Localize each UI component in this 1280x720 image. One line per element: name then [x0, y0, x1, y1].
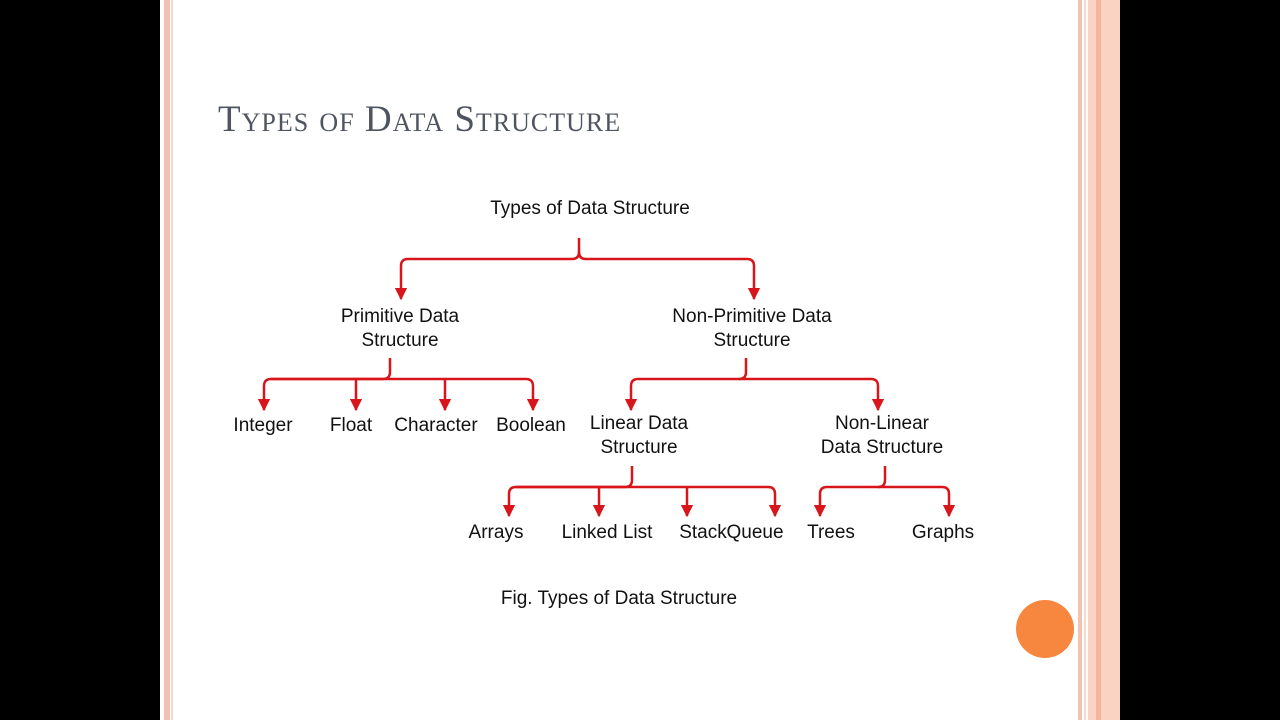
arrays-node-label: Arrays [469, 522, 524, 543]
left-accent-border [164, 0, 170, 720]
non-linear-node-label-line2: Data Structure [821, 437, 944, 458]
non-primitive-node-label-line1: Non-Primitive Data [672, 306, 832, 327]
graphs-node-label: Graphs [912, 522, 974, 543]
data-structure-tree-diagram: Types of Data Structure Primitive Data S… [233, 198, 974, 609]
linear-node-label-line1: Linear Data [590, 413, 689, 434]
edges-linear [502, 466, 782, 518]
slide: Types of Data Structure [160, 0, 1120, 720]
right-accent-stripe [1096, 0, 1101, 720]
character-node-label: Character [394, 415, 478, 436]
edges-non-linear [813, 466, 956, 518]
linked-list-node-label: Linked List [562, 522, 654, 543]
root-node-label: Types of Data Structure [490, 198, 690, 219]
primitive-node-label-line2: Structure [361, 330, 438, 351]
trees-node-label: Trees [807, 522, 855, 543]
figure-caption: Fig. Types of Data Structure [501, 588, 737, 609]
right-accent-border [1078, 0, 1082, 720]
slide-title: Types of Data Structure [218, 99, 622, 140]
right-accent-border-thin [1084, 0, 1086, 720]
decorative-orange-circle [1016, 600, 1074, 658]
float-node-label: Float [330, 415, 373, 436]
stack-node-label: Stack [679, 522, 727, 543]
edges-non-primitive [624, 358, 885, 412]
integer-node-label: Integer [233, 415, 293, 436]
primitive-node-label-line1: Primitive Data [341, 306, 460, 327]
edges-root [394, 238, 761, 301]
queue-node-label: Queue [726, 522, 783, 543]
linear-node-label-line2: Structure [600, 437, 677, 458]
non-primitive-node-label-line2: Structure [713, 330, 790, 351]
non-linear-node-label-line1: Non-Linear [835, 413, 930, 434]
right-accent-band [1088, 0, 1120, 720]
edges-primitive [257, 358, 540, 412]
left-accent-border-thin [171, 0, 173, 720]
boolean-node-label: Boolean [496, 415, 566, 436]
